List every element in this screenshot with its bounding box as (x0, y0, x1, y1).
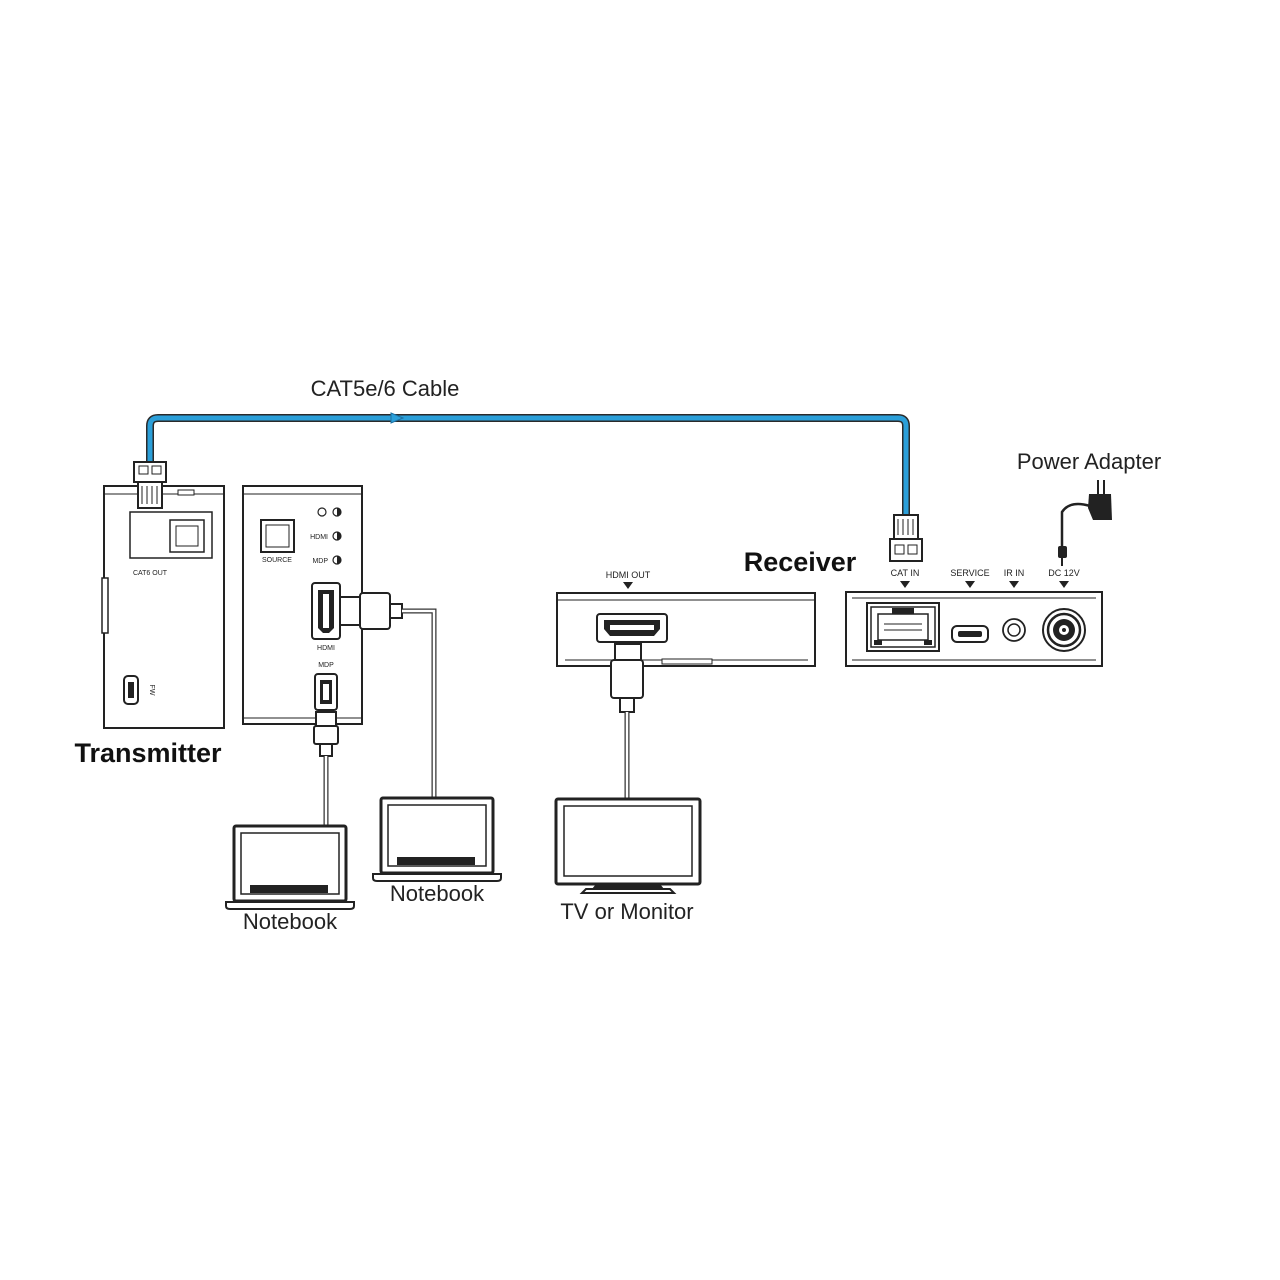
mdp-cable-transmitter (313, 711, 339, 828)
dc-12v-port[interactable] (1042, 608, 1086, 652)
notebook-left-icon (225, 824, 355, 910)
mdp-port-label: MDP (318, 662, 334, 669)
service-label: SERVICE (950, 568, 989, 578)
receiver-hdmi-unit: HDMI OUT (556, 570, 816, 667)
hdmi-input-port[interactable] (311, 582, 341, 640)
rj45-plug-receiver (889, 514, 923, 562)
fw-label: FW (148, 685, 155, 696)
rj45-plug-transmitter (133, 461, 167, 509)
cat-cable (146, 412, 910, 518)
service-port[interactable] (951, 625, 989, 643)
source-label: SOURCE (262, 557, 292, 564)
dc-12v-label: DC 12V (1048, 568, 1080, 578)
mdp-input-port[interactable] (314, 673, 338, 711)
power-adapter-label: Power Adapter (1017, 449, 1161, 474)
power-adapter-icon (1058, 480, 1112, 566)
receiver-label: Receiver (744, 547, 857, 577)
hdmi-port-label: HDMI (317, 645, 335, 652)
tv-monitor-icon (554, 797, 702, 894)
ir-in-port[interactable] (1002, 618, 1026, 642)
hdmi-out-label: HDMI OUT (606, 570, 651, 580)
cat-in-port[interactable] (866, 602, 940, 652)
receiver-cat-unit: CAT IN SERVICE IR IN DC 12V (845, 568, 1103, 667)
notebook-right-icon (372, 796, 502, 882)
ir-in-label: IR IN (1004, 568, 1025, 578)
cable-label: CAT5e/6 Cable (311, 376, 460, 401)
notebook-right-label: Notebook (390, 881, 485, 906)
led-hdmi-label: HDMI (310, 534, 328, 541)
cat-in-label: CAT IN (891, 568, 920, 578)
transmitter-cat-unit: FW CAT6 OUT (101, 485, 225, 729)
notebook-left-label: Notebook (243, 909, 338, 934)
cable-direction-arrow (390, 412, 405, 424)
led-mdp-label: MDP (312, 558, 328, 565)
tv-monitor-label: TV or Monitor (560, 899, 693, 924)
hdmi-cable-receiver (610, 643, 644, 800)
power-led (317, 507, 327, 517)
cat6-out-label: CAT6 OUT (133, 570, 168, 577)
hdmi-cable-transmitter (339, 592, 437, 800)
hdmi-out-port[interactable] (596, 613, 668, 643)
transmitter-label: Transmitter (74, 738, 222, 768)
